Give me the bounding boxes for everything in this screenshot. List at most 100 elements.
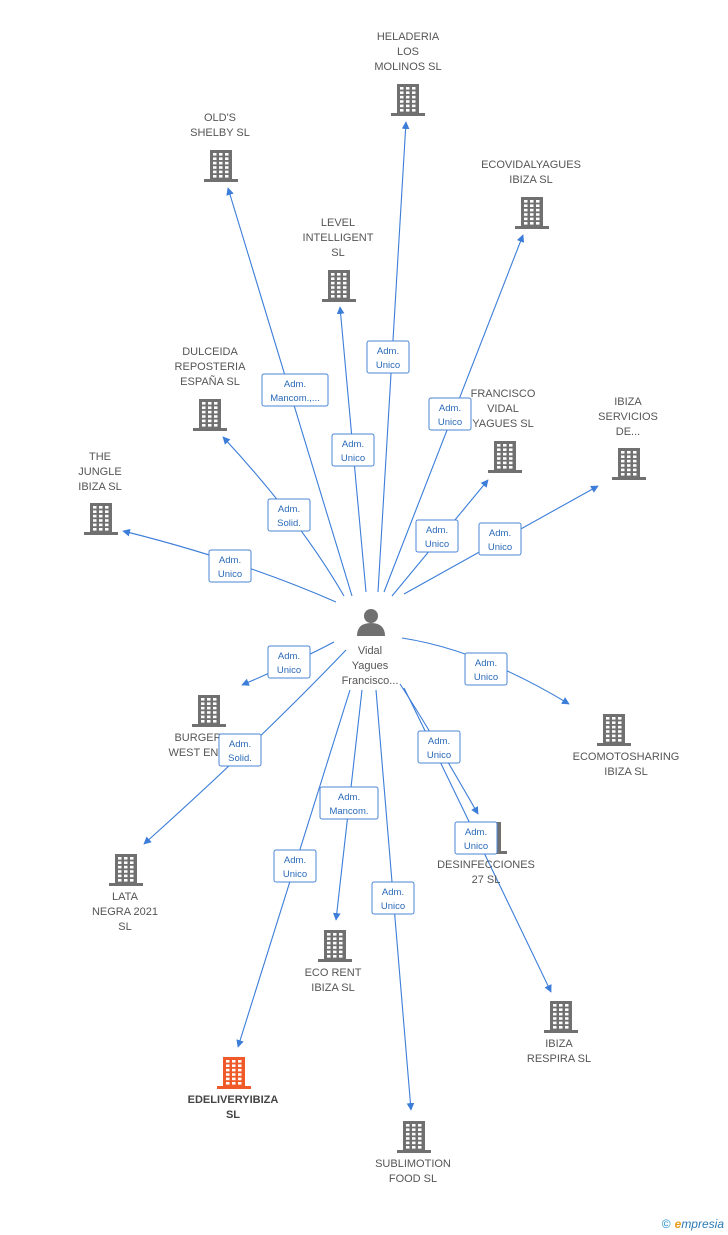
company-name: REPOSTERIA: [175, 361, 247, 373]
edge-label-ecorent[interactable]: Adm.Mancom.: [319, 786, 379, 820]
building-window: [406, 100, 410, 103]
building-window: [621, 468, 625, 472]
building-window: [333, 933, 337, 936]
building-window: [202, 406, 206, 409]
building-window: [618, 730, 622, 733]
edge-label-box: [273, 849, 317, 883]
building-window: [612, 739, 616, 742]
edge-label-ecomoto[interactable]: Adm.Unico: [464, 652, 508, 686]
building-window: [559, 1026, 563, 1029]
building-base: [397, 1150, 431, 1153]
edge-label-lata[interactable]: Adm.Solid.: [218, 733, 262, 767]
building-window: [337, 286, 341, 289]
building-window: [618, 717, 622, 720]
person-icon: [357, 609, 385, 636]
building-window: [207, 720, 211, 723]
building-window: [339, 941, 343, 945]
building-window: [219, 161, 223, 165]
edge-label-respira[interactable]: Adm.Unico: [454, 821, 498, 855]
company-node-ibizaserv[interactable]: IBIZASERVICIOSDE...: [598, 396, 658, 480]
building-base: [204, 179, 238, 182]
edge-label-level[interactable]: Adm.Unico: [331, 433, 375, 467]
building-window: [207, 698, 211, 701]
building-window: [331, 277, 335, 280]
building-window: [232, 1073, 236, 1076]
building-window: [497, 457, 501, 460]
building-window: [213, 153, 217, 156]
building-window: [337, 273, 341, 276]
building-window: [207, 702, 211, 705]
building-window: [208, 419, 212, 423]
company-name: LOS: [397, 46, 419, 58]
edge-label-text: Mancom.: [329, 806, 368, 817]
edge-label-text: Unico: [376, 360, 400, 371]
company-name: JUNGLE: [78, 466, 121, 478]
building-window: [606, 739, 610, 742]
company-name: WEST EN...: [168, 747, 227, 759]
edge-label-ecovidal[interactable]: Adm.Unico: [428, 397, 472, 431]
company-name: EDELIVERYIBIZA: [188, 1094, 279, 1106]
edge-label-ibizaserv[interactable]: Adm.Unico: [478, 522, 522, 556]
edge-label-text: Unico: [488, 542, 512, 553]
building-base: [391, 113, 425, 116]
building-window: [93, 506, 97, 509]
building-window: [331, 281, 335, 285]
building-window: [214, 424, 218, 427]
building-window: [559, 1021, 563, 1025]
edge-label-heladeria[interactable]: Adm.Unico: [366, 340, 410, 374]
building-window: [333, 941, 337, 945]
edge-label-francisco[interactable]: Adm.Unico: [415, 519, 459, 553]
building-window: [406, 1146, 410, 1149]
building-window: [124, 857, 128, 860]
building-window: [497, 461, 501, 465]
building-window: [343, 281, 347, 285]
edge-label-box: [267, 498, 311, 532]
building-window: [238, 1077, 242, 1081]
building-window: [238, 1073, 242, 1076]
edge-label-olds[interactable]: Adm.Mancom.,...: [261, 373, 329, 407]
building-base: [515, 226, 549, 229]
building-window: [213, 175, 217, 178]
building-icon: [488, 441, 522, 473]
building-window: [213, 161, 217, 165]
building-window: [412, 1132, 416, 1136]
company-name: IBIZA SL: [78, 481, 121, 493]
edge-label-dulceida[interactable]: Adm.Solid.: [267, 498, 311, 532]
building-window: [207, 715, 211, 719]
edge-label-jungle[interactable]: Adm.Unico: [208, 549, 252, 583]
building-window: [553, 1008, 557, 1011]
building-window: [331, 290, 335, 294]
building-window: [509, 461, 513, 465]
center-person[interactable]: VidalYaguesFrancisco...: [342, 609, 399, 687]
edge-label-edelivery[interactable]: Adm.Unico: [273, 849, 317, 883]
building-window: [627, 455, 631, 458]
building-window: [627, 464, 631, 467]
building-window: [621, 464, 625, 467]
building-window: [327, 955, 331, 958]
edge-label-sublimotion[interactable]: Adm.Unico: [371, 881, 415, 915]
edge-label-desinf[interactable]: Adm.Unico: [417, 730, 461, 764]
building-window: [202, 410, 206, 414]
building-window: [219, 175, 223, 178]
company-name: ECO RENT: [305, 967, 362, 979]
building-icon: [192, 695, 226, 727]
building-window: [406, 95, 410, 99]
building-window: [93, 523, 97, 527]
edge-label-burger[interactable]: Adm.Unico: [267, 645, 311, 679]
building-window: [509, 444, 513, 447]
edge-label-text: Adm.: [465, 827, 487, 838]
